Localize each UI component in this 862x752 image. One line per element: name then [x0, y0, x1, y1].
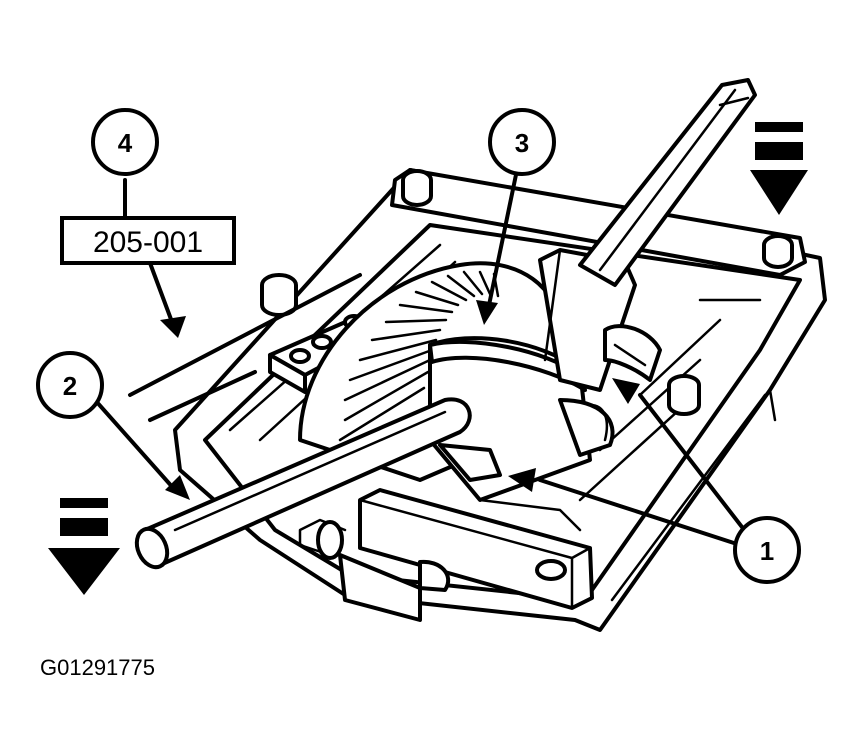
callout-2: 2: [36, 351, 104, 419]
upper-crossbar: [390, 168, 807, 277]
svg-text:4: 4: [118, 128, 133, 158]
tool-rod: [578, 78, 757, 287]
callout-1: 1: [733, 516, 801, 584]
leader-lines: [93, 163, 754, 547]
tool-number-label: 205-001: [60, 216, 236, 265]
figure-id: G01291775: [40, 655, 155, 680]
callout-4: 4: [91, 108, 159, 176]
callout-3: 3: [488, 108, 556, 176]
svg-text:205-001: 205-001: [93, 226, 203, 259]
svg-text:1: 1: [760, 536, 774, 566]
down-arrow-right: [750, 122, 808, 215]
pry-bar: [134, 397, 472, 570]
axle-shaft: [438, 443, 582, 532]
down-arrow-left: [48, 498, 120, 595]
leader-arrowheads: [160, 300, 640, 500]
housing-bolts: [260, 273, 701, 416]
svg-text:2: 2: [63, 371, 77, 401]
svg-text:3: 3: [515, 128, 529, 158]
pinion-area: [538, 248, 662, 392]
lower-bracket: [298, 488, 594, 622]
